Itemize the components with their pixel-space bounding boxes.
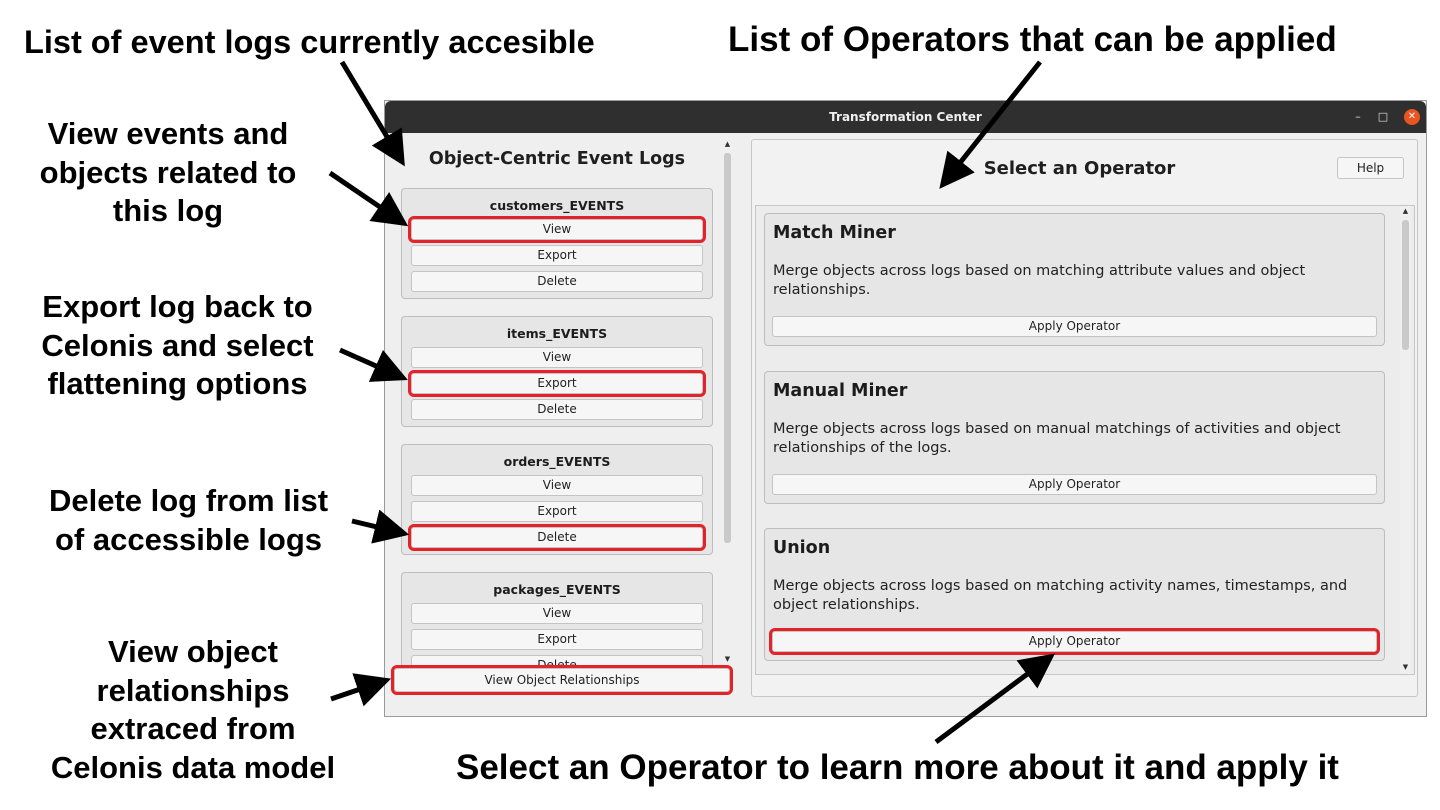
help-button[interactable]: Help — [1337, 157, 1404, 179]
annotation-line: Celonis data model — [50, 749, 336, 785]
annotation-line: this log — [112, 193, 224, 228]
annotation-line: Celonis and select — [41, 327, 314, 363]
annotation-line: View object — [108, 634, 278, 669]
operator-description: Merge objects across logs based on match… — [773, 263, 1306, 298]
annotation-line: flattening options — [47, 366, 308, 401]
maximize-icon[interactable]: □ — [1377, 110, 1389, 123]
view-log-button[interactable]: View — [411, 475, 703, 496]
apply-operator-button[interactable]: Apply Operator — [772, 474, 1377, 495]
annotation-line: Delete log from list — [48, 483, 329, 518]
annotation-view-relationships: View object relationships extraced from … — [10, 633, 376, 787]
export-log-button[interactable]: Export — [411, 245, 703, 266]
scrollbar-thumb[interactable] — [724, 153, 731, 543]
operator-card-match-miner: Match Miner Merge objects across logs ba… — [764, 213, 1385, 346]
arrow-to-apply-operator — [934, 653, 1056, 745]
view-log-button[interactable]: View — [411, 603, 703, 624]
log-name: packages_EVENTS — [493, 582, 621, 597]
apply-operator-button[interactable]: Apply Operator — [769, 628, 1380, 655]
transformation-center-window: Transformation Center – □ ✕ Object-Centr… — [384, 100, 1427, 717]
view-log-button[interactable]: View — [408, 216, 706, 243]
operators-panel: Select an Operator Help Match Miner Merg… — [751, 139, 1418, 697]
annotation-export-log: Export log back to Celonis and select fl… — [10, 288, 345, 404]
annotation-operators: List of Operators that can be applied — [728, 20, 1337, 59]
event-logs-heading: Object-Centric Event Logs — [428, 149, 686, 169]
window-title: Transformation Center — [829, 110, 982, 124]
annotation-view-events: View events and objects related to this … — [10, 115, 326, 231]
operators-list: Match Miner Merge objects across logs ba… — [755, 205, 1415, 675]
operator-name: Manual Miner — [773, 381, 908, 401]
minimize-icon[interactable]: – — [1355, 110, 1361, 123]
view-object-relationships-button[interactable]: View Object Relationships — [391, 665, 733, 695]
log-card-items: items_EVENTS View Export Delete — [401, 316, 713, 427]
log-card-orders: orders_EVENTS View Export Delete — [401, 444, 713, 555]
scroll-up-icon[interactable]: ▲ — [1402, 207, 1409, 215]
export-log-button[interactable]: Export — [411, 501, 703, 522]
annotation-line: extraced from — [90, 711, 296, 746]
operators-heading: Select an Operator — [983, 158, 1176, 179]
operators-scrollbar[interactable]: ▲ ▼ — [1400, 206, 1411, 674]
delete-log-button[interactable]: Delete — [411, 655, 703, 666]
log-card-customers: customers_EVENTS View Export Delete — [401, 188, 713, 299]
apply-operator-button[interactable]: Apply Operator — [772, 316, 1377, 337]
export-log-button[interactable]: Export — [411, 629, 703, 650]
view-log-button[interactable]: View — [411, 347, 703, 368]
annotation-select-operator: Select an Operator to learn more about i… — [456, 748, 1339, 787]
arrow-to-relationships-button — [330, 673, 392, 707]
event-logs-scrollbar[interactable]: ▲ ▼ — [722, 139, 733, 666]
delete-log-button[interactable]: Delete — [408, 524, 706, 551]
operator-description: Merge objects across logs based on match… — [773, 578, 1348, 613]
annotation-line: relationships — [96, 672, 290, 708]
scroll-down-icon[interactable]: ▼ — [1402, 663, 1409, 671]
delete-log-button[interactable]: Delete — [411, 399, 703, 420]
export-log-button[interactable]: Export — [408, 370, 706, 397]
delete-log-button[interactable]: Delete — [411, 271, 703, 292]
arrow-to-event-logs — [339, 60, 405, 167]
event-logs-panel: Object-Centric Event Logs customers_EVEN… — [392, 139, 733, 666]
arrow-to-delete-button — [351, 509, 410, 544]
annotation-event-logs: List of event logs currently accesible — [24, 24, 595, 60]
scroll-down-icon[interactable]: ▼ — [724, 655, 731, 663]
scrollbar-thumb[interactable] — [1402, 220, 1409, 350]
arrow-to-operators — [939, 60, 1042, 189]
operator-name: Match Miner — [773, 223, 896, 243]
annotation-line: of accessible logs — [54, 521, 323, 557]
operator-card-manual-miner: Manual Miner Merge objects across logs b… — [764, 371, 1385, 504]
annotation-line: Export log back to — [42, 289, 313, 324]
scroll-up-icon[interactable]: ▲ — [724, 140, 731, 148]
operator-name: Union — [773, 538, 831, 558]
log-name: items_EVENTS — [506, 326, 608, 341]
arrow-to-view-button — [328, 170, 409, 227]
log-name: customers_EVENTS — [489, 198, 625, 213]
title-bar: Transformation Center – □ ✕ — [385, 101, 1426, 133]
arrow-to-export-button — [338, 347, 408, 382]
annotation-delete-log: Delete log from list of accessible logs — [20, 482, 357, 559]
operator-description: Merge objects across logs based on manua… — [773, 421, 1341, 456]
close-icon[interactable]: ✕ — [1404, 109, 1420, 125]
log-name: orders_EVENTS — [503, 454, 611, 469]
annotation-line: objects related to — [39, 154, 297, 190]
operator-card-union: Union Merge objects across logs based on… — [764, 528, 1385, 661]
log-card-packages: packages_EVENTS View Export Delete — [401, 572, 713, 666]
annotation-line: View events and — [47, 116, 289, 151]
